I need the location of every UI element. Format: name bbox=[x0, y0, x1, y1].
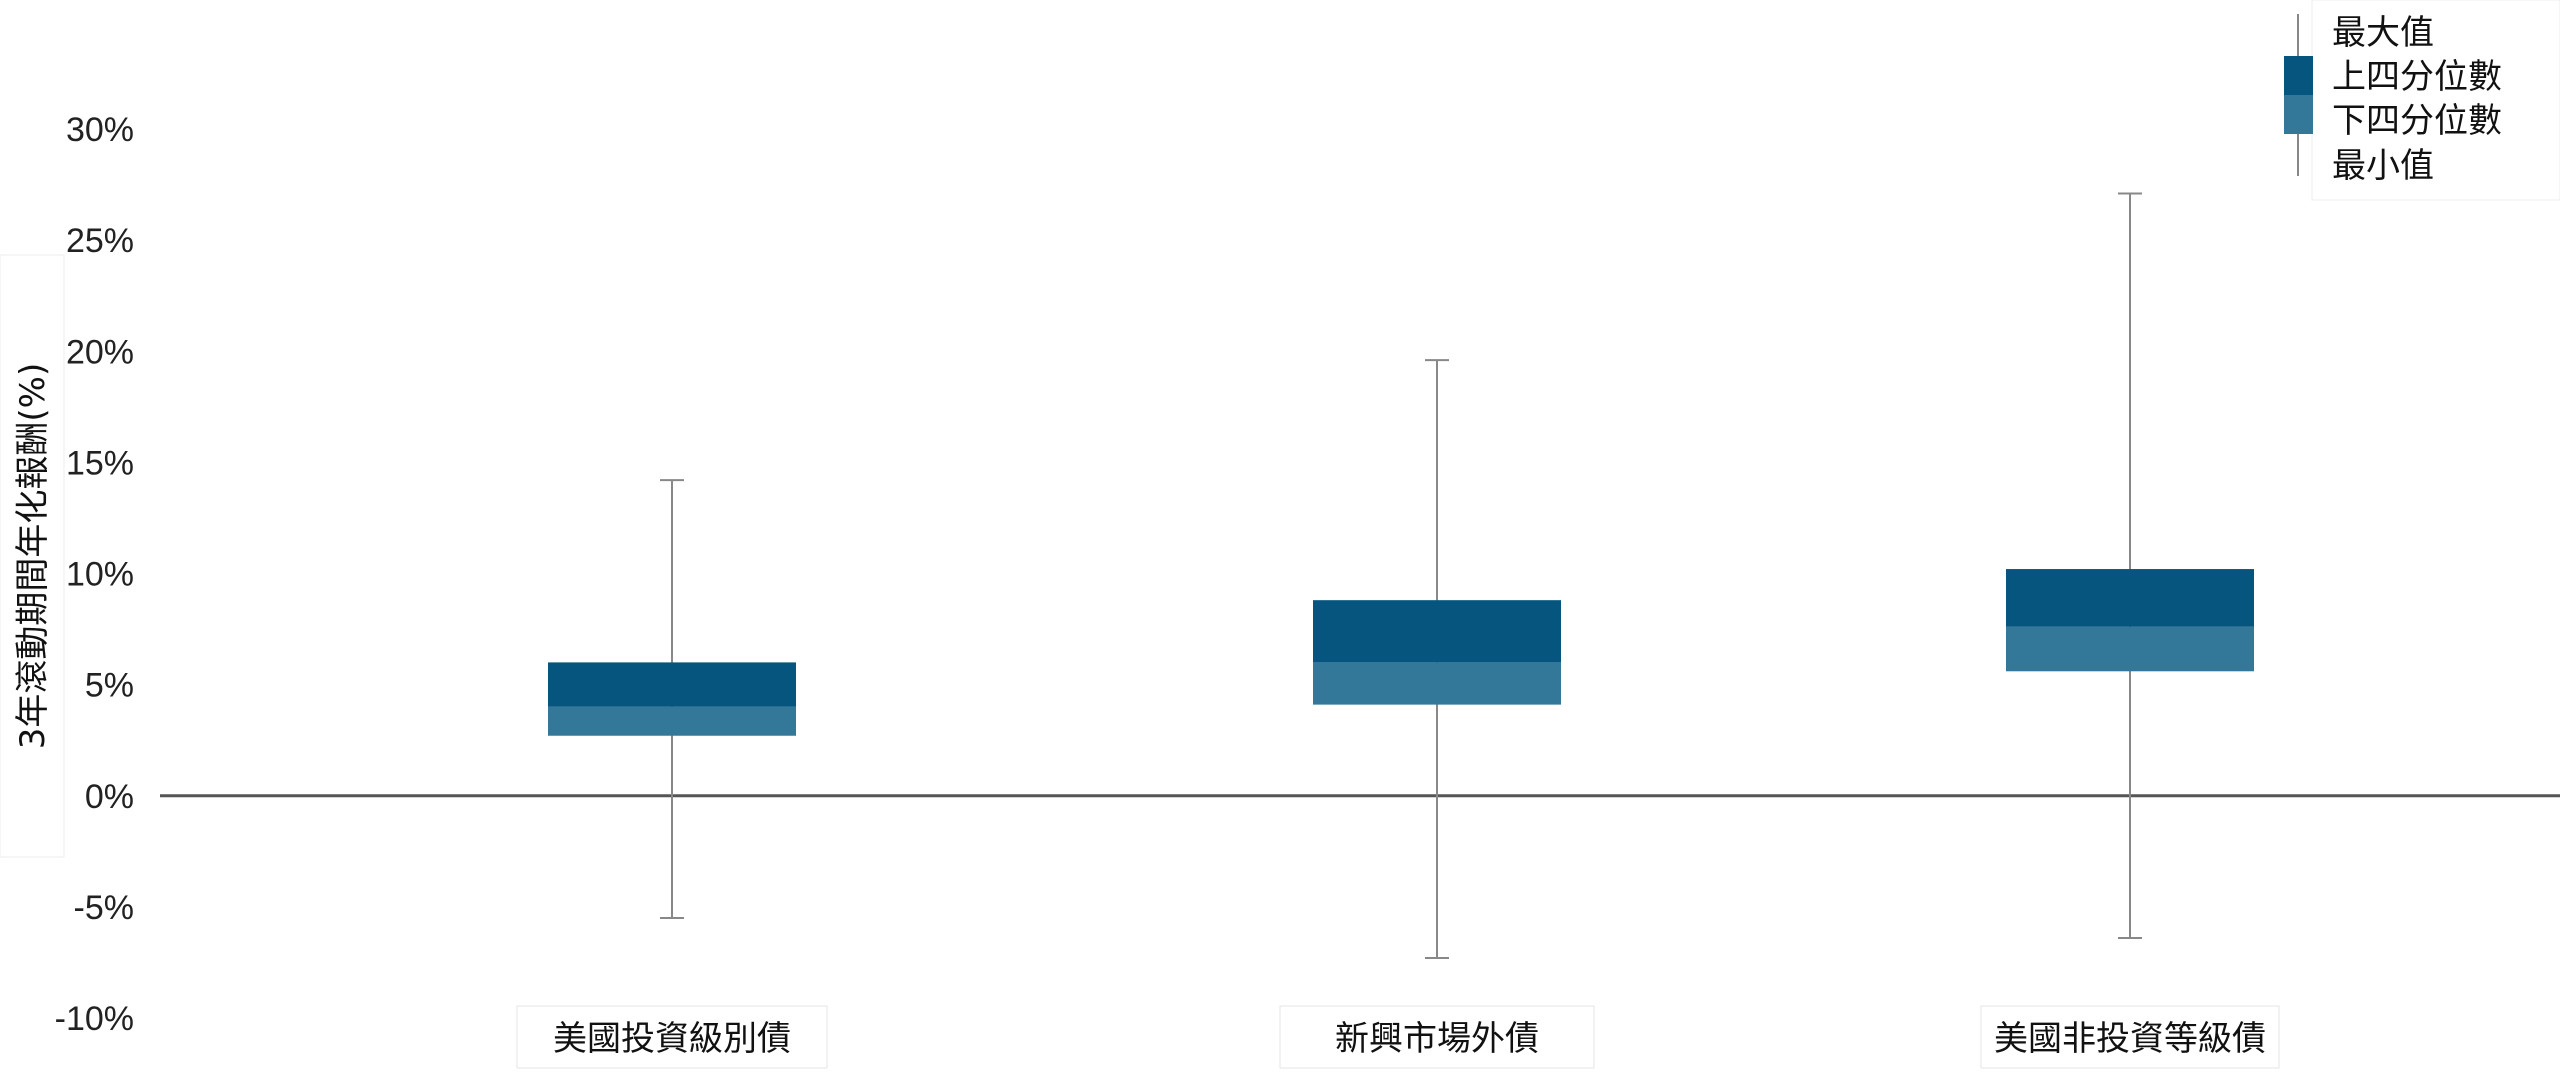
category-label-frame bbox=[1279, 1005, 1595, 1069]
y-tick-label: 5% bbox=[85, 667, 134, 705]
y-tick-label: 20% bbox=[66, 333, 134, 371]
legend-item-label: 下四分位數 bbox=[2332, 101, 2502, 141]
category-label-frame bbox=[1980, 1005, 2280, 1069]
y-tick-label: 25% bbox=[66, 222, 134, 260]
upper-quartile-box bbox=[548, 662, 796, 707]
y-tick-label: -5% bbox=[74, 889, 134, 927]
legend-frame bbox=[2311, 0, 2560, 201]
upper-quartile-box bbox=[1313, 600, 1561, 663]
x-axis-categories: 美國投資級別債 新興市場外債 美國非投資等級債 bbox=[516, 1005, 2280, 1069]
category-label-frame bbox=[516, 1005, 828, 1069]
upper-quartile-box bbox=[2006, 569, 2254, 627]
y-tick-label: 10% bbox=[66, 556, 134, 594]
lower-quartile-box bbox=[548, 706, 796, 736]
legend-upper-box-icon bbox=[2284, 56, 2313, 95]
box-series bbox=[548, 192, 2254, 959]
y-tick-label: -10% bbox=[55, 1000, 134, 1038]
box-group bbox=[1313, 359, 1561, 959]
y-axis-title-frame bbox=[0, 254, 65, 858]
y-tick-label: 30% bbox=[66, 111, 134, 149]
lower-quartile-box bbox=[1313, 662, 1561, 705]
category-label: 美國投資級別債 bbox=[553, 1019, 791, 1059]
y-axis-title: 3年滾動期間年化報酬(%) bbox=[13, 363, 53, 749]
box-group bbox=[2006, 192, 2254, 939]
legend-lower-box-icon bbox=[2284, 95, 2313, 134]
y-axis-title-group: 3年滾動期間年化報酬(%) bbox=[0, 254, 65, 858]
legend-item-label: 上四分位數 bbox=[2332, 57, 2502, 97]
legend-item-label: 最小值 bbox=[2332, 146, 2434, 186]
y-tick-label: 0% bbox=[85, 778, 134, 816]
legend-item-label: 最大值 bbox=[2332, 13, 2434, 53]
y-tick-label: 15% bbox=[66, 444, 134, 482]
box-group bbox=[548, 479, 796, 919]
lower-quartile-box bbox=[2006, 626, 2254, 672]
category-label: 美國非投資等級債 bbox=[1994, 1019, 2266, 1059]
y-axis-ticks: 30% 25% 20% 15% 10% 5% 0% -5% -10% bbox=[55, 111, 134, 1038]
category-label: 新興市場外債 bbox=[1335, 1019, 1539, 1059]
